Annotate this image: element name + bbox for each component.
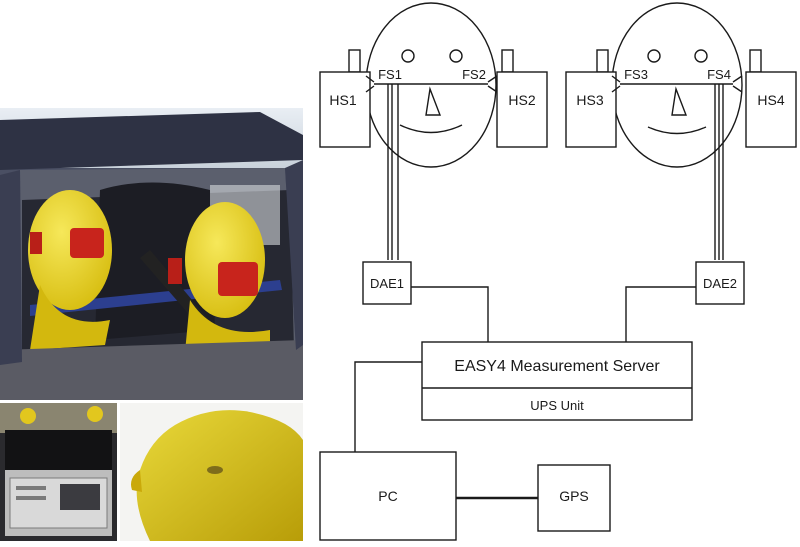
handset-hs2 xyxy=(496,49,548,148)
link-dae2-server xyxy=(625,286,696,342)
link-dae1-server xyxy=(411,286,489,342)
gps-label: GPS xyxy=(559,488,589,504)
server-rack-photo xyxy=(0,403,117,541)
diagram-labels: HS1 HS2 HS3 HS4 FS1 FS2 FS3 FS4 DAE1 DAE… xyxy=(329,67,784,504)
car-interior-photo xyxy=(0,108,303,400)
pc-label: PC xyxy=(378,488,397,504)
server-title: EASY4 Measurement Server xyxy=(454,358,660,375)
phantom-head-photo xyxy=(120,403,303,541)
dae1-box xyxy=(362,261,412,305)
hs2-label: HS2 xyxy=(508,92,535,108)
dae2-label: DAE2 xyxy=(703,276,737,291)
server-box xyxy=(421,341,693,421)
handset-hs1 xyxy=(319,49,371,148)
ups-label: UPS Unit xyxy=(530,398,584,413)
fs2-label: FS2 xyxy=(462,67,486,82)
fs3-label: FS3 xyxy=(624,67,648,82)
dae2-box xyxy=(695,261,745,305)
fs4-label: FS4 xyxy=(707,67,731,82)
handset-hs4 xyxy=(745,49,797,148)
hs4-label: HS4 xyxy=(757,92,784,108)
fs1-label: FS1 xyxy=(378,67,402,82)
hs1-label: HS1 xyxy=(329,92,356,108)
phantom-head-left xyxy=(365,2,497,168)
setup-diagram xyxy=(319,2,797,541)
gps-box xyxy=(537,464,611,532)
dae1-label: DAE1 xyxy=(370,276,404,291)
pc-box xyxy=(319,451,457,541)
link-server-pc xyxy=(354,361,422,452)
hs3-label: HS3 xyxy=(576,92,603,108)
handset-hs3 xyxy=(565,49,617,148)
